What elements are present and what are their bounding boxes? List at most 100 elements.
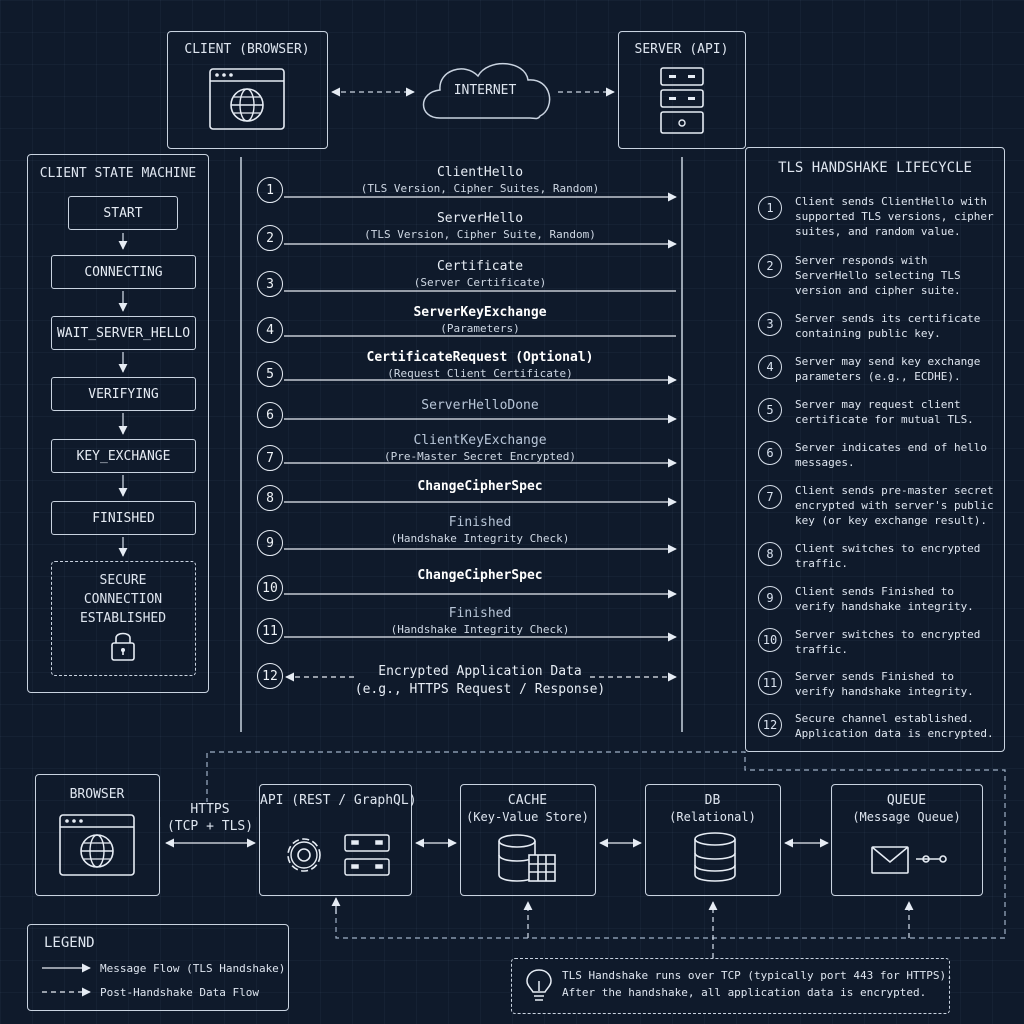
step-number: 5 xyxy=(257,361,283,387)
internet-cloud xyxy=(422,62,551,120)
https-label: HTTPS xyxy=(160,802,260,817)
message-10: ChangeCipherSpec xyxy=(290,568,670,583)
note-line-2: After the handshake, all application dat… xyxy=(562,986,927,999)
mail-queue-icon xyxy=(871,846,947,874)
lifecycle-step-text: Server may send key exchange parameters … xyxy=(795,355,981,383)
lifecycle-step-text: Client sends ClientHello with supported … xyxy=(795,195,994,238)
db-box: DB (Relational) xyxy=(645,784,781,896)
browser-box: BROWSER xyxy=(35,774,160,896)
step-number: 7 xyxy=(257,445,283,471)
queue-sub-label: (Message Queue) xyxy=(852,810,961,824)
message-detail: (Server Certificate) xyxy=(413,276,547,289)
cache-label: CACHE xyxy=(507,793,548,808)
server-label: SERVER (API) xyxy=(634,42,729,57)
lightbulb-icon xyxy=(526,969,552,1001)
message-9: Finished (Handshake Integrity Check) xyxy=(290,515,670,545)
message-detail: (e.g., HTTPS Request / Response) xyxy=(354,682,606,697)
step-number: 10 xyxy=(257,575,283,601)
state-finished: FINISHED xyxy=(51,501,196,535)
lifecycle-step-text: Secure channel established. Application … xyxy=(795,712,994,740)
api-box: API (REST / GraphQL) xyxy=(259,784,417,896)
state-verifying: VERIFYING xyxy=(51,377,196,411)
lifecycle-step-text: Client sends pre-master secret encrypted… xyxy=(795,484,994,527)
lifecycle-step-number: 2 xyxy=(758,254,782,278)
lifecycle-step-text: Server switches to encrypted traffic. xyxy=(795,628,981,656)
message-detail: (Parameters) xyxy=(440,322,520,335)
secure-line-3: ESTABLISHED xyxy=(79,611,167,626)
lifecycle-step-number: 8 xyxy=(758,542,782,566)
step-number: 3 xyxy=(257,271,283,297)
state-machine-title: CLIENT STATE MACHINE xyxy=(39,166,197,181)
step-number: 4 xyxy=(257,317,283,343)
lock-icon xyxy=(111,632,135,661)
message-name: ServerHello xyxy=(436,211,524,226)
message-detail: (Request Client Certificate) xyxy=(387,367,573,380)
state-start: START xyxy=(68,196,178,230)
message-8: ChangeCipherSpec xyxy=(290,479,670,494)
message-3: Certificate (Server Certificate) xyxy=(290,259,670,289)
message-1: ClientHello (TLS Version, Cipher Suites,… xyxy=(290,165,670,195)
message-name: ChangeCipherSpec xyxy=(417,479,543,494)
message-5: CertificateRequest (Optional) (Request C… xyxy=(290,350,670,380)
secure-line-2: CONNECTION xyxy=(83,592,163,607)
legend-dashed-label: Post-Handshake Data Flow xyxy=(100,986,259,999)
note-line-1: TLS Handshake runs over TCP (typically p… xyxy=(562,969,953,982)
message-name: ChangeCipherSpec xyxy=(417,568,543,583)
message-name: ServerHelloDone xyxy=(421,398,539,413)
cache-sub-label: (Key-Value Store) xyxy=(466,810,589,824)
queue-label: QUEUE xyxy=(886,793,927,808)
lifecycle-step-text: Server sends its certificate containing … xyxy=(795,312,981,340)
message-detail: (Pre-Master Secret Encrypted) xyxy=(383,450,577,463)
lifecycle-step-number: 3 xyxy=(758,312,782,336)
client-label: CLIENT (BROWSER) xyxy=(184,42,310,57)
legend-title: LEGEND xyxy=(44,935,95,951)
message-detail: (Handshake Integrity Check) xyxy=(390,623,570,636)
step-number: 8 xyxy=(257,485,283,511)
browser-globe-icon xyxy=(209,68,285,130)
server-rack-icon xyxy=(660,67,704,134)
state-wait-server-hello: WAIT_SERVER_HELLO xyxy=(51,316,196,350)
lifecycle-step-text: Client switches to encrypted traffic. xyxy=(795,542,981,570)
state-machine-panel xyxy=(27,154,209,693)
message-name: ServerKeyExchange xyxy=(413,305,547,320)
message-detail: (TLS Version, Cipher Suite, Random) xyxy=(364,228,596,241)
state-connecting: CONNECTING xyxy=(51,255,196,289)
message-7: ClientKeyExchange (Pre-Master Secret Enc… xyxy=(290,433,670,463)
lifecycle-step-text: Server sends Finished to verify handshak… xyxy=(795,670,974,698)
lifecycle-step-number: 7 xyxy=(758,485,782,509)
message-name: Certificate xyxy=(436,259,524,274)
lifecycle-step-text: Server may request client certificate fo… xyxy=(795,398,974,426)
message-detail: (Handshake Integrity Check) xyxy=(390,532,570,545)
message-6: ServerHelloDone xyxy=(290,398,670,413)
lifecycle-title: TLS HANDSHAKE LIFECYCLE xyxy=(778,160,972,176)
message-2: ServerHello (TLS Version, Cipher Suite, … xyxy=(290,211,670,241)
message-name: ClientKeyExchange xyxy=(413,433,547,448)
lifecycle-step-number: 12 xyxy=(758,713,782,737)
queue-box: QUEUE (Message Queue) xyxy=(831,784,983,896)
gear-icon xyxy=(287,838,321,872)
lifecycle-step-number: 9 xyxy=(758,586,782,610)
secure-line-1: SECURE xyxy=(99,573,147,588)
step-number: 2 xyxy=(257,225,283,251)
lifecycle-step-text: Server indicates end of hello messages. xyxy=(795,441,988,469)
message-name: Encrypted Application Data xyxy=(378,664,582,679)
state-key-exchange: KEY_EXCHANGE xyxy=(51,439,196,473)
lifecycle-step-number: 5 xyxy=(758,398,782,422)
message-name: CertificateRequest (Optional) xyxy=(366,350,594,365)
lifecycle-step-number: 10 xyxy=(758,628,782,652)
legend-box: LEGEND Message Flow (TLS Handshake) Post… xyxy=(27,924,289,1011)
lifecycle-step-text: Server responds with ServerHello selecti… xyxy=(795,254,961,297)
lifecycle-step-number: 11 xyxy=(758,671,782,695)
database-icon xyxy=(694,832,736,882)
lifecycle-panel xyxy=(745,147,1005,752)
message-name: Finished xyxy=(448,606,512,621)
db-sub-label: (Relational) xyxy=(669,810,756,824)
message-12: Encrypted Application Data (e.g., HTTPS … xyxy=(290,664,670,697)
note-box: TLS Handshake runs over TCP (typically p… xyxy=(511,958,953,1014)
message-name: ClientHello xyxy=(436,165,524,180)
state-secure-established: SECURE CONNECTION ESTABLISHED xyxy=(51,561,196,676)
lifecycle-step-number: 6 xyxy=(758,441,782,465)
api-label: API (REST / GraphQL) xyxy=(260,793,417,808)
browser-globe-icon xyxy=(59,814,135,876)
